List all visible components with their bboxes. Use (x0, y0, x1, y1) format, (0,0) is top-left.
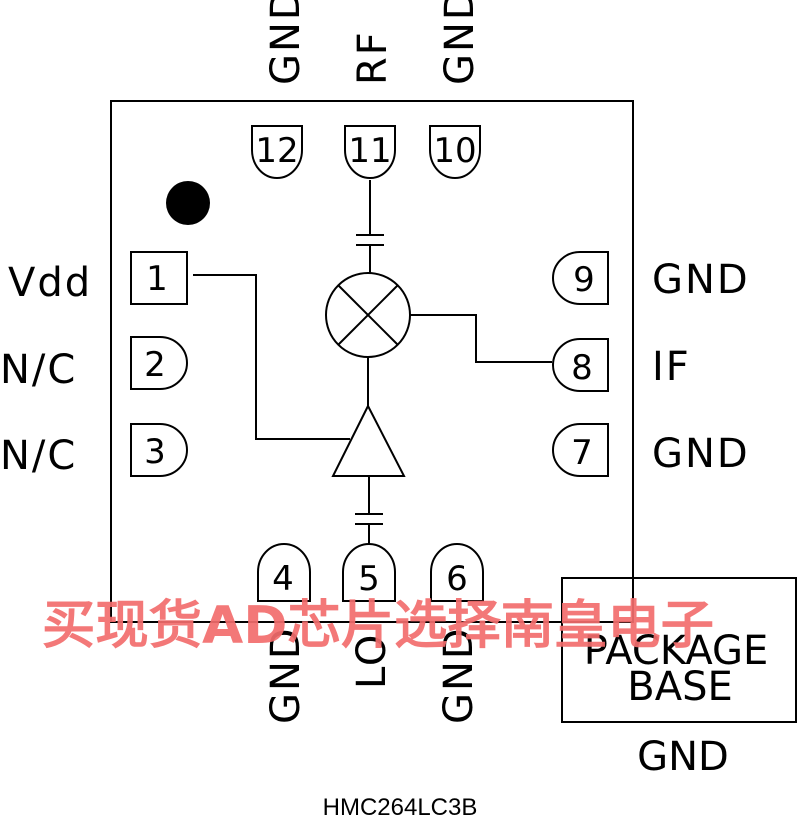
pin-8: 8 (552, 338, 609, 392)
pin1-indicator-dot (166, 181, 210, 225)
package-base-line1: PACKAGE (584, 628, 769, 674)
pin-2-number: 2 (144, 345, 166, 385)
pin-9-number: 9 (573, 260, 595, 300)
pin-5: 5 (342, 543, 396, 602)
pin-8-label: IF (652, 344, 691, 390)
pin-10-number: 10 (433, 131, 476, 171)
pin-1: 1 (130, 251, 188, 305)
pin-11-label: RF (350, 30, 396, 85)
pin-1-number: 1 (146, 259, 168, 299)
pin-9: 9 (552, 251, 609, 305)
pin-7-number: 7 (571, 433, 593, 473)
pin-2-label: N/C (0, 347, 77, 393)
pin-10: 10 (429, 125, 481, 179)
watermark-text: 买现货AD芯片选择南皇电子 (42, 596, 714, 656)
pin-1-label: Vdd (8, 260, 92, 306)
pin-4-label: GND (263, 626, 309, 724)
pin-12-number: 12 (255, 131, 298, 171)
vdd-path (193, 274, 350, 440)
pin-6: 6 (430, 543, 484, 602)
rf-path (356, 180, 384, 273)
pin-6-label: GND (436, 626, 482, 724)
pin-6-number: 6 (446, 559, 468, 599)
pin-3: 3 (130, 423, 188, 477)
pin-5-number: 5 (358, 559, 380, 599)
pin-4: 4 (257, 543, 311, 602)
part-number: HMC264LC3B (323, 794, 478, 821)
package-base: PACKAGE BASE GND (561, 577, 797, 780)
lo-amplifier-symbol (331, 403, 406, 477)
pin-12: 12 (251, 125, 303, 179)
package-base-gnd-label: GND (637, 734, 729, 780)
pin-4-number: 4 (272, 559, 294, 599)
pin-5-label: LO (349, 633, 395, 689)
pin-12-label: GND (263, 0, 309, 85)
pin-9-label: GND (652, 257, 750, 303)
pin-3-label: N/C (0, 433, 77, 479)
pin-7: 7 (552, 423, 609, 477)
lo-path (355, 476, 383, 544)
if-path (410, 314, 552, 363)
package-base-line2: BASE (627, 664, 732, 710)
package-outline (110, 100, 634, 623)
pin-11-number: 11 (348, 131, 391, 171)
pin-10-label: GND (437, 0, 483, 85)
pin-2: 2 (130, 336, 188, 390)
pin-7-label: GND (652, 431, 750, 477)
pin-3-number: 3 (144, 432, 166, 472)
pin-8-number: 8 (571, 348, 593, 388)
mixer-symbol (325, 272, 411, 358)
pin-11: 11 (344, 125, 396, 179)
